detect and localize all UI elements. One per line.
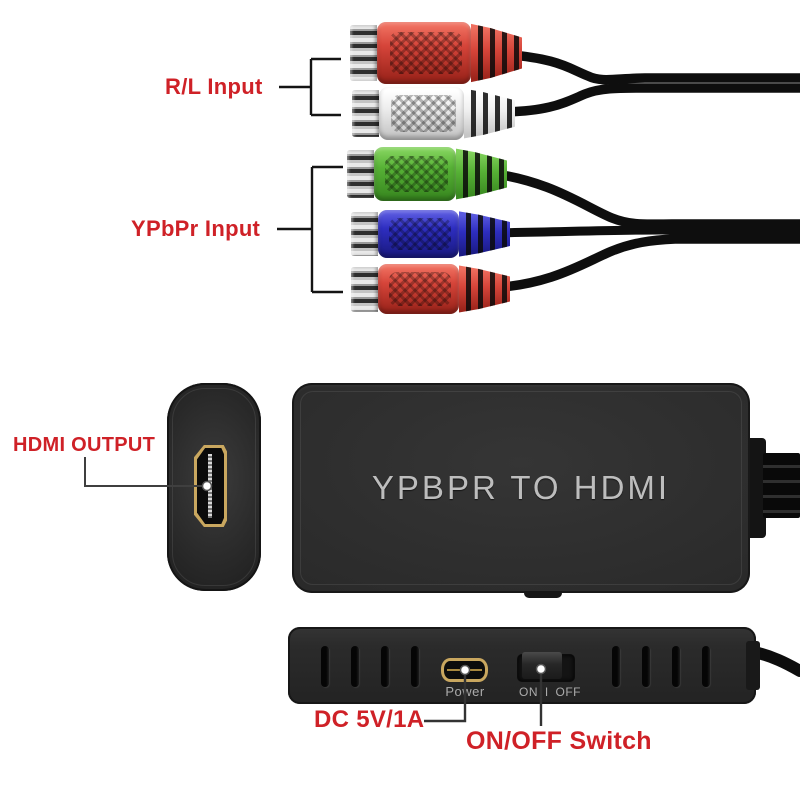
ypbpr-bracket xyxy=(277,165,343,294)
cable-bundle xyxy=(763,453,800,518)
device-front-text: YPBPR TO HDMI xyxy=(371,469,671,506)
component-pr-cable xyxy=(485,234,800,293)
jack-body xyxy=(377,22,471,84)
metal-collar xyxy=(351,212,378,256)
vent-slot xyxy=(351,646,359,687)
bar-strain-relief-tab xyxy=(746,641,760,690)
switch-positions-label: ON I OFF xyxy=(519,685,581,699)
jack-body xyxy=(379,87,464,140)
metal-collar xyxy=(352,89,379,138)
rca-jack-audio-left xyxy=(352,87,515,140)
vent-slot xyxy=(381,646,389,687)
hdmi-output-label: HDMI OUTPUT xyxy=(13,434,156,456)
vent-slot xyxy=(672,646,680,687)
onoff-switch-label: ON/OFF Switch xyxy=(466,727,652,755)
metal-collar xyxy=(351,266,378,312)
switch-pointer-dot xyxy=(535,663,547,675)
rl-bracket xyxy=(279,57,341,117)
power-pointer-dot xyxy=(459,664,471,676)
jack-body xyxy=(378,264,459,314)
metal-collar xyxy=(350,25,377,81)
metal-collar xyxy=(347,149,374,199)
box-seam xyxy=(300,391,742,585)
rca-jack-component-pr xyxy=(351,264,510,314)
audio-right-cable xyxy=(495,49,800,85)
jack-body xyxy=(378,210,459,258)
ypbpr-input-label: YPbPr Input xyxy=(131,216,261,241)
vent-slot xyxy=(702,646,710,687)
hdmi-pointer-dot xyxy=(201,480,213,492)
jack-body xyxy=(374,147,456,201)
converter-box: YPBPR TO HDMI xyxy=(292,383,750,593)
hdmi-pointer-line xyxy=(84,457,202,487)
component-y-cable xyxy=(483,168,800,229)
rca-jack-audio-right xyxy=(350,22,522,84)
component-pb-cable xyxy=(485,225,800,238)
rl-input-label: R/L Input xyxy=(165,74,263,99)
vent-slot xyxy=(612,646,620,687)
vent-slot xyxy=(642,646,650,687)
box-bottom-notch xyxy=(524,591,562,598)
rca-jack-component-y xyxy=(347,147,507,201)
audio-left-cable xyxy=(493,83,800,117)
vent-slot xyxy=(411,646,419,687)
dc-power-label: DC 5V/1A xyxy=(314,706,425,733)
vent-slot xyxy=(321,646,329,687)
device-side-view: Power ON I OFF xyxy=(288,627,760,704)
rca-jack-component-pb xyxy=(351,210,510,258)
dc-pointer-line xyxy=(424,673,467,723)
